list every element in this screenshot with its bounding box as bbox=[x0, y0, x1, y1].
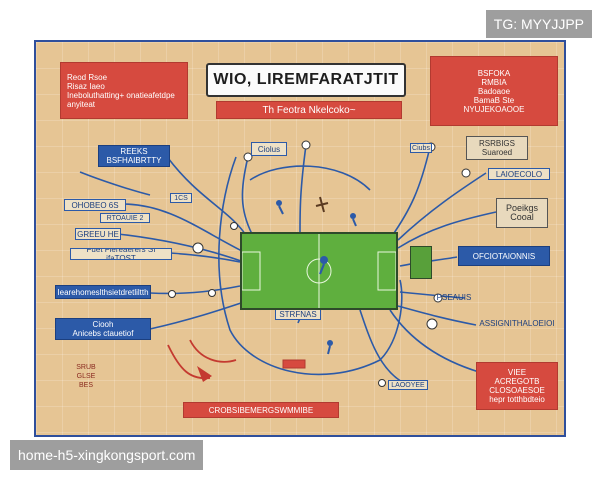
label-top-center-1: Ciolus bbox=[251, 142, 287, 156]
watermark-bottom-left: home-h5-xingkongsport.com bbox=[10, 440, 204, 470]
label-right-grey: Poeikgs Cooal bbox=[496, 198, 548, 228]
football-pitch bbox=[240, 232, 398, 310]
watermark-top-right: TG: MYYJJPP bbox=[485, 10, 592, 38]
player-figure-icon bbox=[276, 196, 357, 355]
label-left-blue-3: Ciooh Anicebs ctauetiof bbox=[55, 318, 151, 340]
label-right-red-bottom: VIEE ACREGOTB CLOSOAESOE hepr totthbdtei… bbox=[476, 362, 558, 410]
label-bottom-center-2: LAOOYEE bbox=[388, 380, 428, 390]
label-top-right-1: RSRBIGS Suaroed bbox=[466, 136, 528, 160]
red-arrow-icon bbox=[197, 366, 212, 382]
label-top-center-2: Ciubs bbox=[410, 143, 432, 153]
label-left-blue-2: Iearehomeslthsietdretliltth bbox=[55, 285, 151, 299]
label-bottom-red: CROBSIBEMERGSWMMIBE bbox=[183, 402, 339, 418]
label-top-right-2: LAIOECOLO bbox=[488, 168, 550, 180]
diagram-title: WIO, LIREMFARATJTIT bbox=[206, 63, 406, 97]
label-left-wide: Fuet Fiereaerers SI ifaTOST bbox=[70, 248, 172, 260]
diagram-subtitle: Th Feotra Nkelcoko~ bbox=[216, 101, 402, 119]
label-right-mid-2: ASSIGNITHALOEIOI bbox=[479, 318, 555, 328]
label-left-small: SRUB GLSE BES bbox=[76, 363, 96, 389]
label-right-blue: OFCIOTAIONNIS bbox=[458, 246, 550, 266]
label-left-blue-1: REEKS BSFHAIBRTTY bbox=[98, 145, 170, 167]
label-top-left-red: Reod Rsoe Risaz Iaeo Ineboluthatting+ on… bbox=[60, 62, 188, 119]
pitch-markings bbox=[242, 234, 396, 308]
label-left-outline-1: OHOBEO 6S bbox=[64, 199, 126, 211]
label-node-top: 1CS bbox=[170, 193, 192, 203]
label-right-mid-1: PSEAUIS bbox=[436, 292, 472, 302]
label-left-outline-3: RTOAUIE 2 bbox=[100, 213, 150, 223]
label-top-right-red: BSFOKA RMBIA Badoaoe BamaB Ste NYUJEKOAO… bbox=[430, 56, 558, 126]
label-left-outline-2: GREEU HE bbox=[75, 228, 121, 240]
mini-pitch-icon bbox=[410, 246, 432, 279]
